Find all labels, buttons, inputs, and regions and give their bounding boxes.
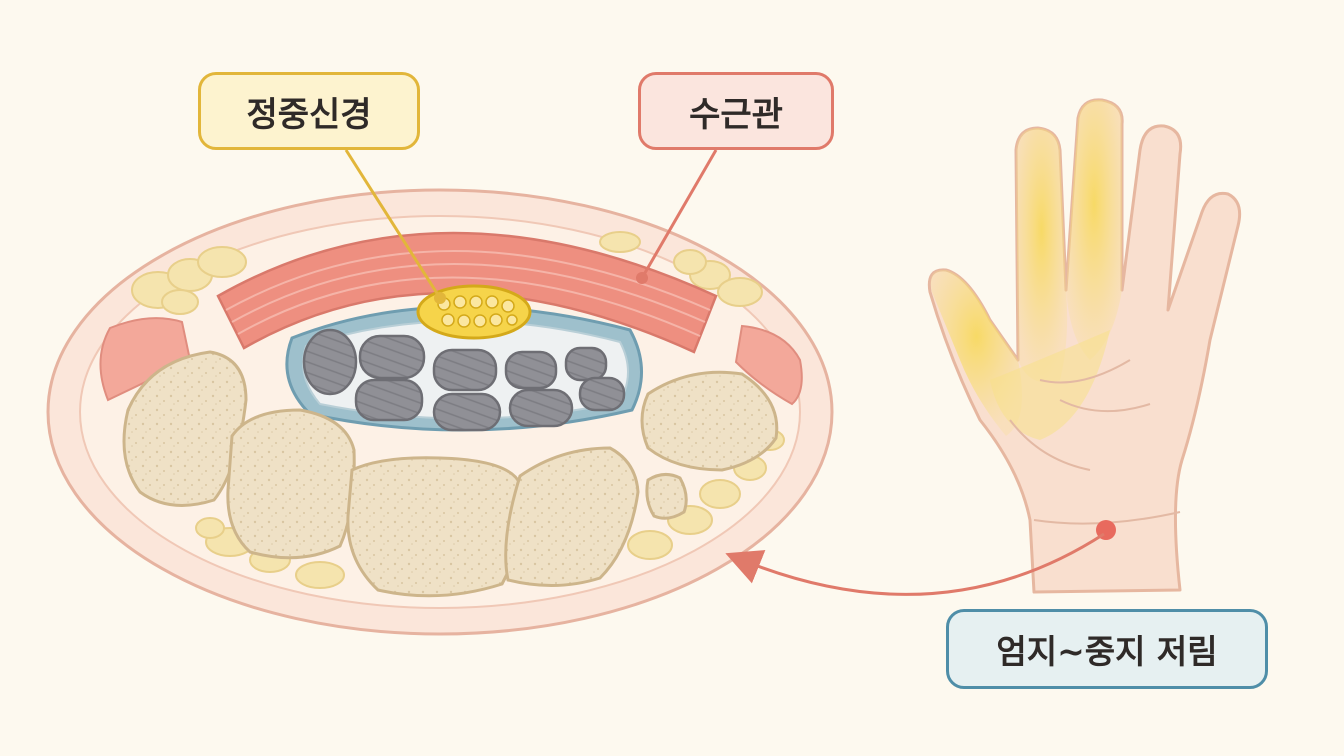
side-muscle-right [734, 324, 803, 406]
hand-icon [927, 98, 1242, 594]
arrow-icon [725, 532, 1105, 596]
median-nerve-leader [344, 149, 442, 299]
carpal-tunnel-leader-dot [636, 272, 648, 284]
carpal-bones [122, 350, 779, 598]
median-nerve-label: 정중신경 [198, 72, 420, 150]
flexor-tendons [302, 328, 626, 432]
carpal-tunnel-leader [640, 149, 718, 279]
median-nerve [416, 284, 532, 340]
fat-tissue [131, 231, 785, 589]
wrist-cross-section [46, 188, 834, 636]
carpal-tunnel-label: 수근관 [638, 72, 834, 150]
symptom-label: 엄지~중지 저림 [946, 609, 1268, 689]
median-nerve-leader-dot [434, 292, 446, 304]
